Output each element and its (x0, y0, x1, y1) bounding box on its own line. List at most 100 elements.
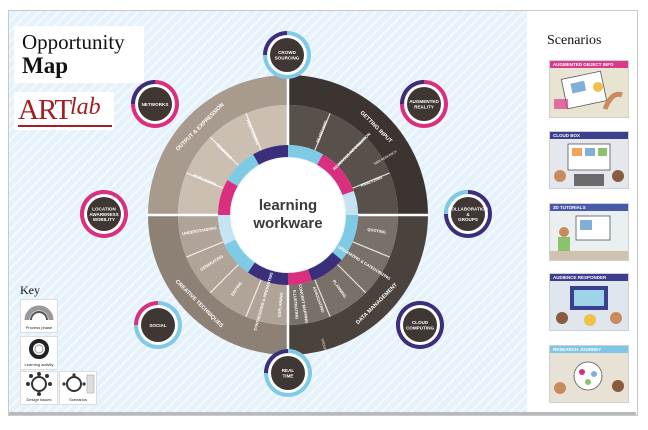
inner-ring-segment (224, 239, 255, 273)
node-core (87, 197, 121, 231)
scenario-illustration (550, 68, 628, 117)
scenario-card-cloud-box[interactable]: CLOUD BOX (549, 131, 629, 189)
node-label: NETWORKS (142, 102, 169, 107)
activity-divider (352, 172, 390, 189)
activity-divider (209, 136, 239, 166)
scenario-bar (550, 61, 628, 68)
node-core (138, 87, 172, 121)
node-label: GROUPS (458, 217, 478, 222)
node-label: SOURCING (275, 55, 300, 60)
page-title-line1: Opportunity (22, 30, 125, 54)
node-label: CLOUD (412, 320, 429, 325)
scenario-illustration (550, 139, 628, 188)
phase-ring-segment (288, 215, 428, 355)
activity-label: UNDERSTANDING (182, 225, 217, 236)
scenario-bar (550, 204, 628, 211)
key-label: Scenarios (69, 397, 87, 402)
activity-divider (314, 113, 331, 151)
node-collaboration-groups[interactable]: COLLABORATION&GROUPS (444, 190, 492, 238)
scenario-illustration (550, 211, 628, 260)
activity-divider (314, 279, 331, 317)
activity-divider (186, 172, 224, 189)
key-process-phase[interactable]: Process phase (20, 299, 58, 333)
center-circle (231, 158, 345, 272)
activity-divider (245, 279, 262, 317)
key-scenarios[interactable]: Scenarios (59, 371, 97, 405)
node-label: & (466, 212, 470, 217)
inner-ring-segment (247, 262, 288, 285)
activity-divider (352, 241, 390, 258)
activity-divider (337, 136, 367, 166)
node-label: COLLABORATION (448, 207, 489, 212)
phase-ring-segment (148, 75, 288, 215)
artlab-logo (14, 92, 114, 130)
scenario-bar (550, 132, 628, 139)
page-title-line2: Map (22, 53, 68, 78)
node-core (407, 87, 441, 121)
scenario-illustration (550, 281, 628, 330)
inner-ring-segment (288, 145, 323, 165)
key-label: Process phase (25, 325, 53, 330)
scenario-card-audience-responder[interactable]: AUDIENCE RESPONDER (549, 273, 629, 331)
node-label: TIME (283, 373, 294, 378)
inner-ring-segment (317, 154, 354, 196)
node-core (451, 197, 485, 231)
node-label: AWARENESS (89, 212, 118, 217)
inner-ring-segment (342, 191, 358, 215)
node-networks[interactable]: NETWORKS (131, 80, 179, 128)
node-label: REAL (282, 368, 295, 373)
key-label: Design issues (26, 397, 52, 402)
activity-divider (186, 241, 224, 258)
activity-divider (245, 113, 262, 151)
scenario-label: CLOUD BOX (553, 133, 580, 138)
scenario-illustration (550, 353, 628, 402)
phase-ring-segment (288, 75, 428, 215)
activity-label: EXPLAINING (277, 292, 284, 317)
inner-ring-segment (288, 269, 312, 285)
scenario-bar (550, 274, 628, 281)
node-label: COMPUTING (406, 325, 434, 330)
node-label: REALITY (414, 104, 434, 109)
node-core (270, 38, 304, 72)
key-learning-activity[interactable]: Learning activity (20, 336, 58, 370)
logo-lab-text: lab (70, 94, 101, 120)
node-social[interactable]: SOCIAL (134, 301, 182, 349)
key-design-issues[interactable]: Design issues (20, 371, 58, 405)
group-projects-label: GROUP PROJECTS (320, 338, 332, 368)
scenario-card-augmented-object-info[interactable]: AUGMENTED OBJECT INFO (549, 60, 629, 118)
node-label: AUGMENTED (409, 99, 439, 104)
inner-ring-segment (307, 252, 342, 281)
scenario-card-research-journey[interactable]: RESEARCH JOURNEY (549, 345, 629, 403)
scenario-bar (550, 346, 628, 353)
scenario-card-3d-tutorials[interactable]: 3D TUTORIALS (549, 203, 629, 261)
activity-label: ILLUSTRATING (292, 290, 300, 319)
node-core (403, 308, 437, 342)
activity-label: QUOTING (367, 227, 386, 235)
inner-ring-segment (218, 215, 236, 245)
scenario-label: 3D TUTORIALS (553, 205, 586, 210)
inner-ring-segment (332, 215, 358, 260)
logo-art-text: ART (18, 94, 72, 126)
inner-ring-segment (253, 145, 288, 165)
node-core (271, 356, 305, 390)
scenario-label: RESEARCH JOURNEY (553, 347, 602, 352)
node-label: LOCATION (92, 207, 116, 212)
key-title: Key (20, 283, 40, 297)
node-label: SOCIAL (149, 323, 167, 328)
scenario-label: AUDIENCE RESPONDER (553, 275, 607, 280)
node-core (141, 308, 175, 342)
center-label-line1: learning (259, 197, 317, 214)
inner-ring-segment (218, 180, 238, 215)
node-label: CROWD (278, 50, 297, 55)
key-label: Learning activity (24, 362, 54, 367)
scenarios-title: Scenarios (547, 33, 602, 48)
inner-ring-segment (227, 154, 259, 186)
phase-ring-segment (148, 215, 288, 355)
